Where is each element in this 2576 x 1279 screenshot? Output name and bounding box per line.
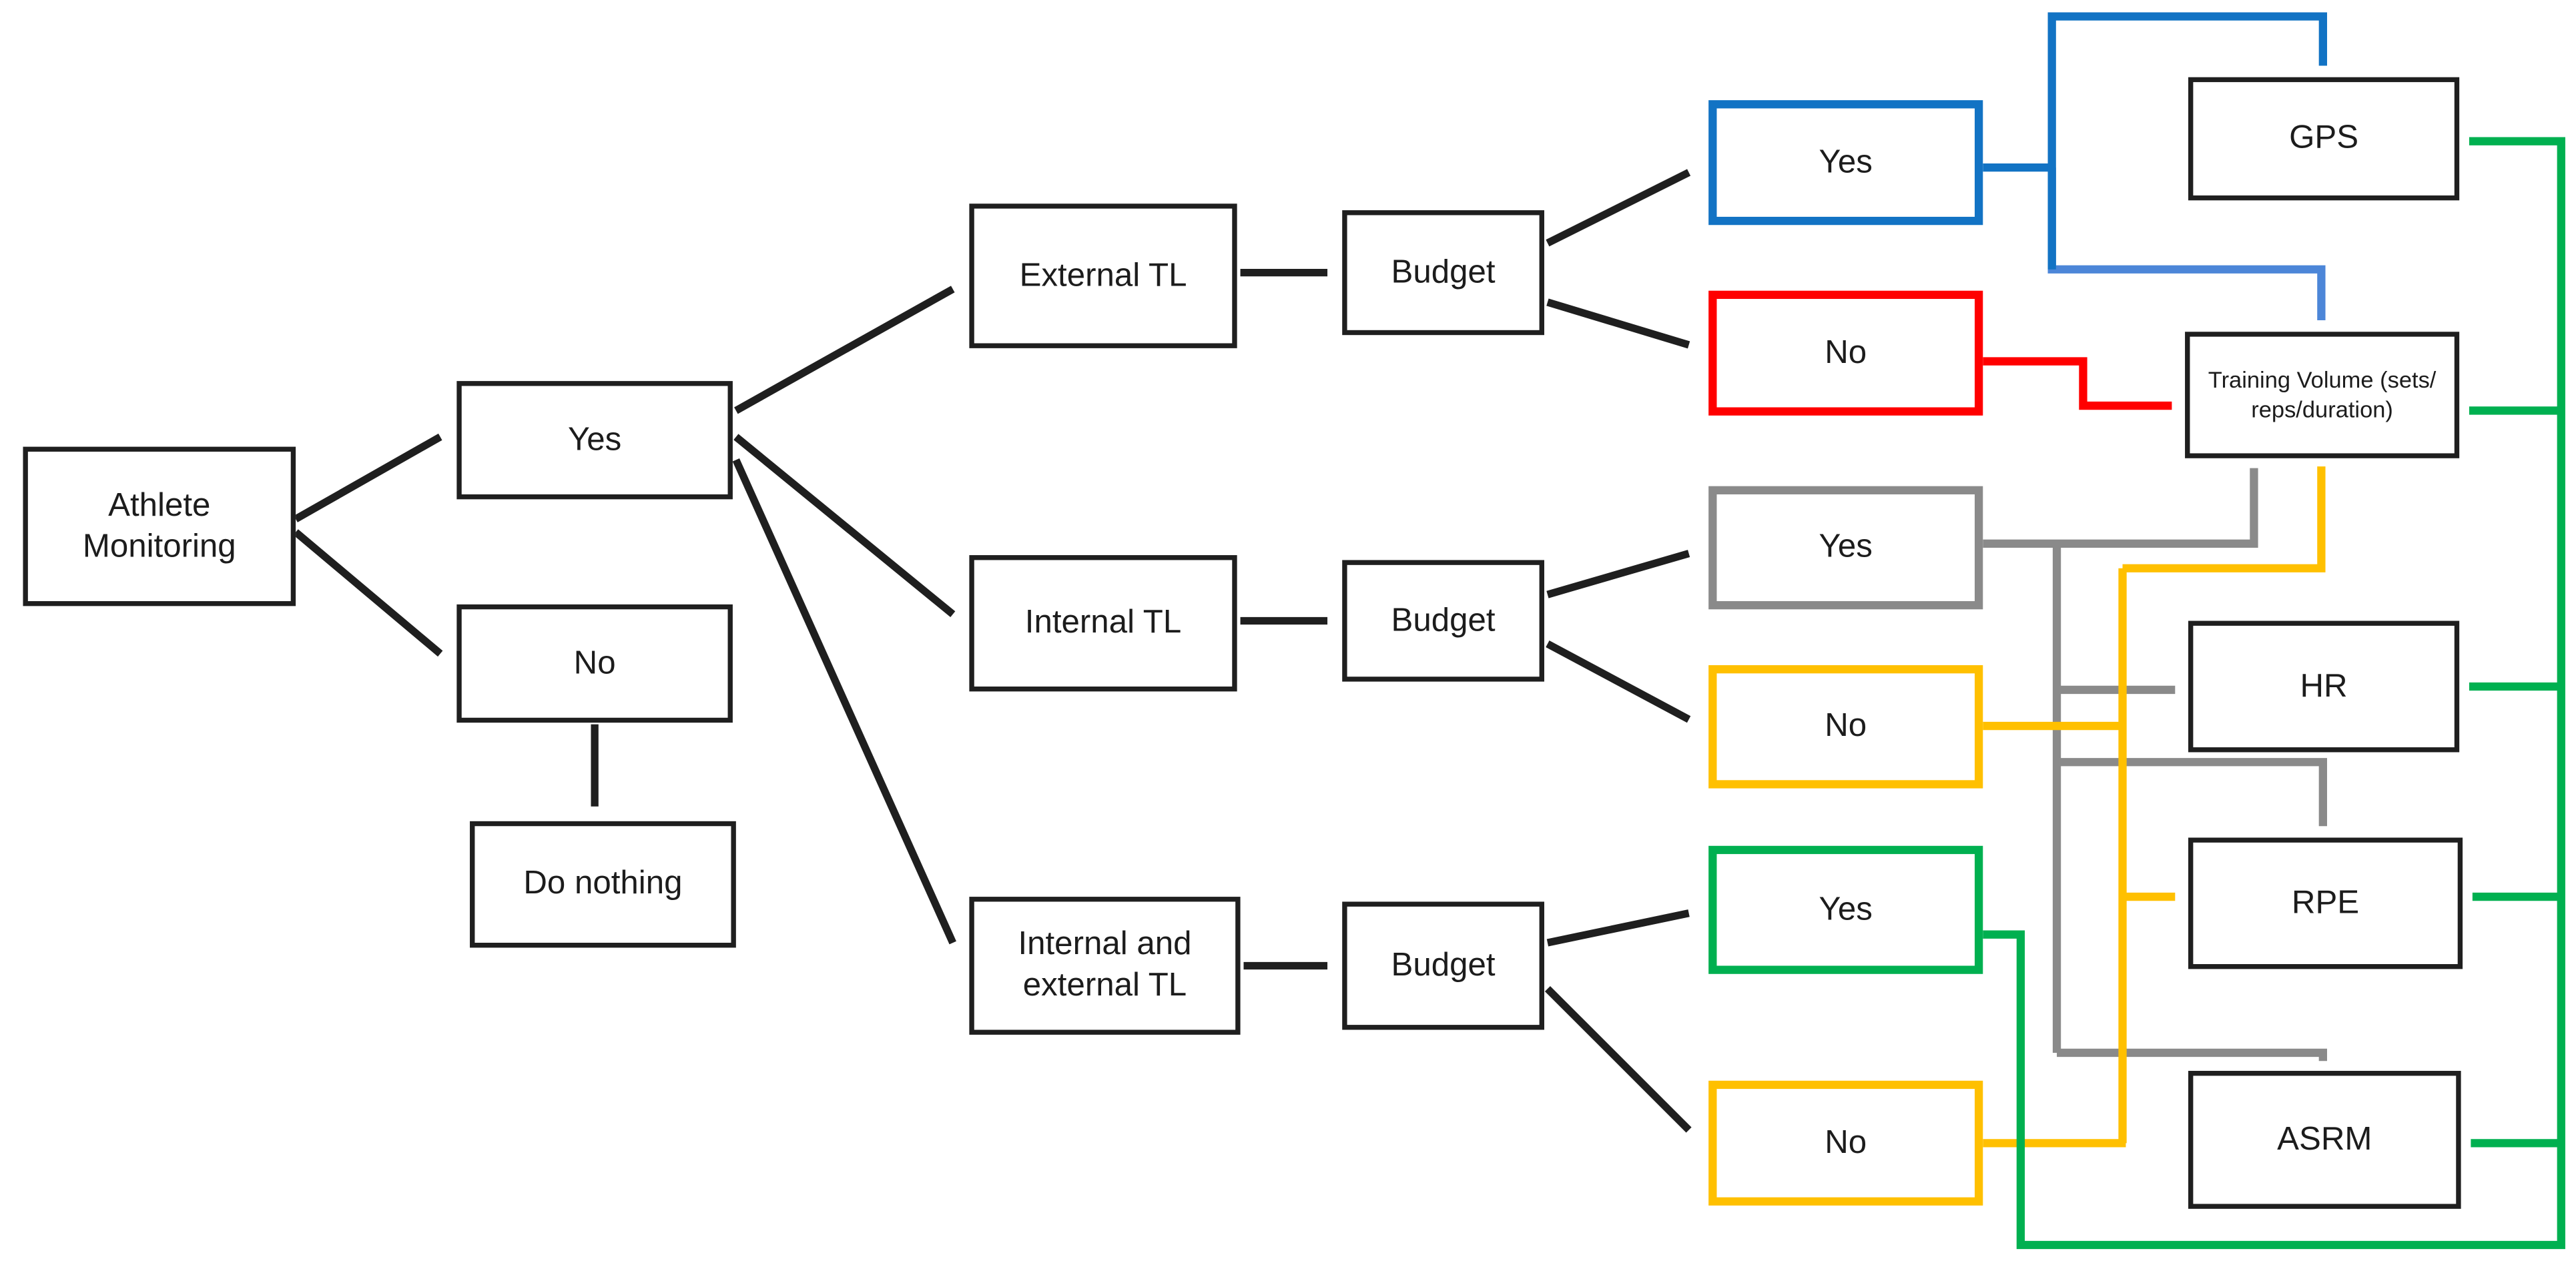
edge-red-no-to-training-volume xyxy=(1983,357,2172,410)
node-gps: GPS xyxy=(2188,77,2460,201)
node-internal-budget: Budget xyxy=(1342,560,1544,682)
node-monitor-yes: Yes xyxy=(456,381,733,500)
edge-budget3-to-no xyxy=(1544,985,1692,1133)
node-label: Do nothing xyxy=(523,865,683,902)
node-label: Athlete Monitoring xyxy=(82,486,236,564)
node-label: HR xyxy=(2300,667,2348,704)
node-label: GPS xyxy=(2289,119,2359,156)
node-asrm: ASRM xyxy=(2188,1071,2461,1209)
node-label: Yes xyxy=(567,421,622,458)
edge-budget1-to-no xyxy=(1546,298,1690,349)
node-label: No xyxy=(573,645,616,681)
node-label: Internal TL xyxy=(1024,604,1182,641)
edge-budget2-to-yes xyxy=(1546,550,1690,598)
node-external-tl: External TL xyxy=(969,203,1237,348)
edge-green-yes-to-gps xyxy=(1983,137,2565,1250)
node-internal-external-budget: Budget xyxy=(1342,901,1544,1030)
edge-yes-to-internal-tl xyxy=(733,434,956,618)
edge-budget2-to-no xyxy=(1546,640,1691,723)
edge-athlete-to-no xyxy=(293,529,443,657)
node-label: No xyxy=(1825,1124,1867,1161)
node-label: No xyxy=(1825,334,1867,371)
edge-budget3-to-yes xyxy=(1546,909,1690,947)
node-external-budget: Budget xyxy=(1342,210,1544,336)
node-internal-external-budget-no: No xyxy=(1708,1080,1983,1206)
node-label: Budget xyxy=(1391,254,1496,290)
node-do-nothing: Do nothing xyxy=(470,821,736,948)
node-label: No xyxy=(1825,707,1867,745)
node-label: Yes xyxy=(1819,143,1873,180)
node-athlete-monitoring: Athlete Monitoring xyxy=(23,446,296,606)
node-label: Yes xyxy=(1819,528,1873,565)
edge-athlete-to-yes xyxy=(294,433,442,522)
node-external-budget-no: No xyxy=(1708,290,1983,416)
node-label: RPE xyxy=(2291,884,2360,921)
node-label: Training Volume (sets/reps/duration) xyxy=(2208,366,2437,422)
node-internal-external-budget-yes: Yes xyxy=(1708,845,1983,974)
edge-gray-to-rpe xyxy=(2057,758,2327,827)
node-internal-budget-yes: Yes xyxy=(1708,486,1983,610)
node-label: Budget xyxy=(1391,602,1496,638)
edge-yes-to-internal-external-tl xyxy=(732,458,956,945)
node-internal-tl: Internal TL xyxy=(969,555,1237,692)
edge-gray-yes-to-training-volume xyxy=(1983,468,2258,548)
edge-gray-to-asrm xyxy=(2057,1048,2327,1061)
node-training-volume: Training Volume (sets/reps/duration) xyxy=(2185,332,2460,458)
node-rpe: RPE xyxy=(2188,837,2463,969)
edge-budget1-to-yes xyxy=(1546,169,1691,247)
node-internal-external-tl: Internal and external TL xyxy=(969,897,1241,1035)
node-label: Budget xyxy=(1391,947,1496,983)
edge-yellow-to-training-volume xyxy=(2122,466,2326,572)
node-external-budget-yes: Yes xyxy=(1708,100,1983,226)
edge-blue-yes-to-gps xyxy=(2047,12,2327,270)
node-hr: HR xyxy=(2188,620,2460,753)
node-label: Yes xyxy=(1819,891,1873,927)
node-internal-budget-no: No xyxy=(1708,665,1983,789)
node-label: ASRM xyxy=(2277,1121,2372,1158)
node-label: External TL xyxy=(1019,257,1187,294)
node-label: Internal and external TL xyxy=(1018,926,1192,1004)
edge-yes-to-external-tl xyxy=(734,286,955,414)
node-monitor-no: No xyxy=(456,604,733,723)
